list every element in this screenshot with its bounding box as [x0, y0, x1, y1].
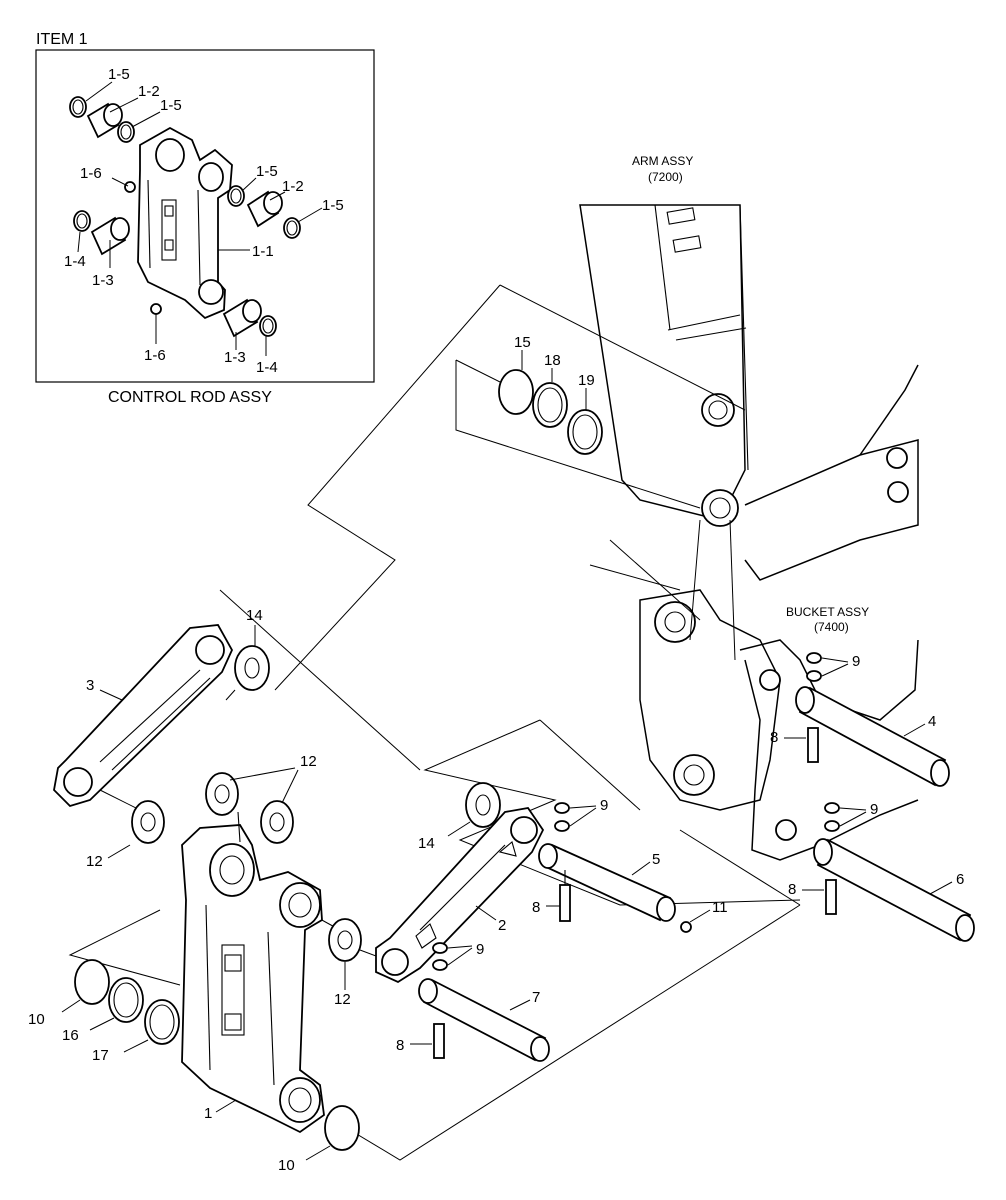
pin-6 [813, 802, 975, 942]
callout-9: 9 [600, 797, 608, 814]
bucket-assy-label: BUCKET ASSY [786, 605, 869, 619]
callout-15: 15 [514, 334, 531, 351]
callout-10: 10 [28, 1011, 45, 1028]
callout-1-2: 1-2 [282, 178, 304, 195]
callout-12: 12 [334, 991, 351, 1008]
pin-4 [795, 652, 950, 787]
callout-9: 9 [852, 653, 860, 670]
callout-1-6: 1-6 [144, 347, 166, 364]
callout-14: 14 [246, 607, 263, 624]
callout-1-1: 1-1 [252, 243, 274, 260]
washer-14-lower [447, 782, 501, 837]
seal-10-bottom [305, 1105, 360, 1161]
callout-1-6: 1-6 [80, 165, 102, 182]
callout-5: 5 [652, 851, 660, 868]
callout-7: 7 [532, 989, 540, 1006]
inset-title: ITEM 1 [36, 31, 88, 48]
callout-12: 12 [86, 853, 103, 870]
callout-1-5: 1-5 [256, 163, 278, 180]
seal-set-top [498, 350, 603, 455]
link-3 [53, 624, 234, 808]
callout-8: 8 [770, 729, 778, 746]
control-rod-1 [181, 811, 325, 1134]
inset-control-rod-assy: ITEM 1 CONTROL ROD ASSY [35, 31, 375, 406]
link-2 [375, 807, 545, 984]
callout-16: 16 [62, 1027, 79, 1044]
callout-1-3: 1-3 [92, 272, 114, 289]
inset-frame [35, 49, 375, 383]
arm-assy-code: (7200) [648, 170, 683, 184]
control-rod-small [137, 126, 233, 320]
callout-1: 1 [204, 1105, 212, 1122]
callout-17: 17 [92, 1047, 109, 1064]
bucket-assy: BUCKET ASSY (7400) [639, 589, 919, 861]
callout-1-4: 1-4 [256, 359, 278, 376]
inset-leaders [77, 81, 323, 356]
pin-5 [538, 802, 692, 933]
callout-18: 18 [544, 352, 561, 369]
callout-19: 19 [578, 372, 595, 389]
washer-14-top [234, 625, 270, 691]
callout-11: 11 [712, 899, 728, 916]
callout-8: 8 [788, 881, 796, 898]
seal-set-left [61, 959, 180, 1053]
callout-3: 3 [86, 677, 94, 694]
callout-1-4: 1-4 [64, 253, 86, 270]
callout-6: 6 [956, 871, 964, 888]
callout-2: 2 [498, 917, 506, 934]
callout-4: 4 [928, 713, 936, 730]
inset-caption: CONTROL ROD ASSY [108, 389, 272, 406]
callout-1-2: 1-2 [138, 83, 160, 100]
callout-1-3: 1-3 [224, 349, 246, 366]
callout-9: 9 [476, 941, 484, 958]
callout-1-5: 1-5 [108, 66, 130, 83]
callout-10: 10 [278, 1157, 295, 1174]
callout-1-5: 1-5 [322, 197, 344, 214]
callout-1-5: 1-5 [160, 97, 182, 114]
callout-12: 12 [300, 753, 317, 770]
washers-12 [107, 767, 362, 990]
callout-8: 8 [396, 1037, 404, 1054]
arm-assy: ARM ASSY (7200) [579, 154, 919, 581]
pin-7 [418, 942, 550, 1062]
callout-9: 9 [870, 801, 878, 818]
callout-8: 8 [532, 899, 540, 916]
arm-assy-label: ARM ASSY [632, 154, 693, 168]
callout-14: 14 [418, 835, 435, 852]
bucket-assy-code: (7400) [814, 620, 849, 634]
